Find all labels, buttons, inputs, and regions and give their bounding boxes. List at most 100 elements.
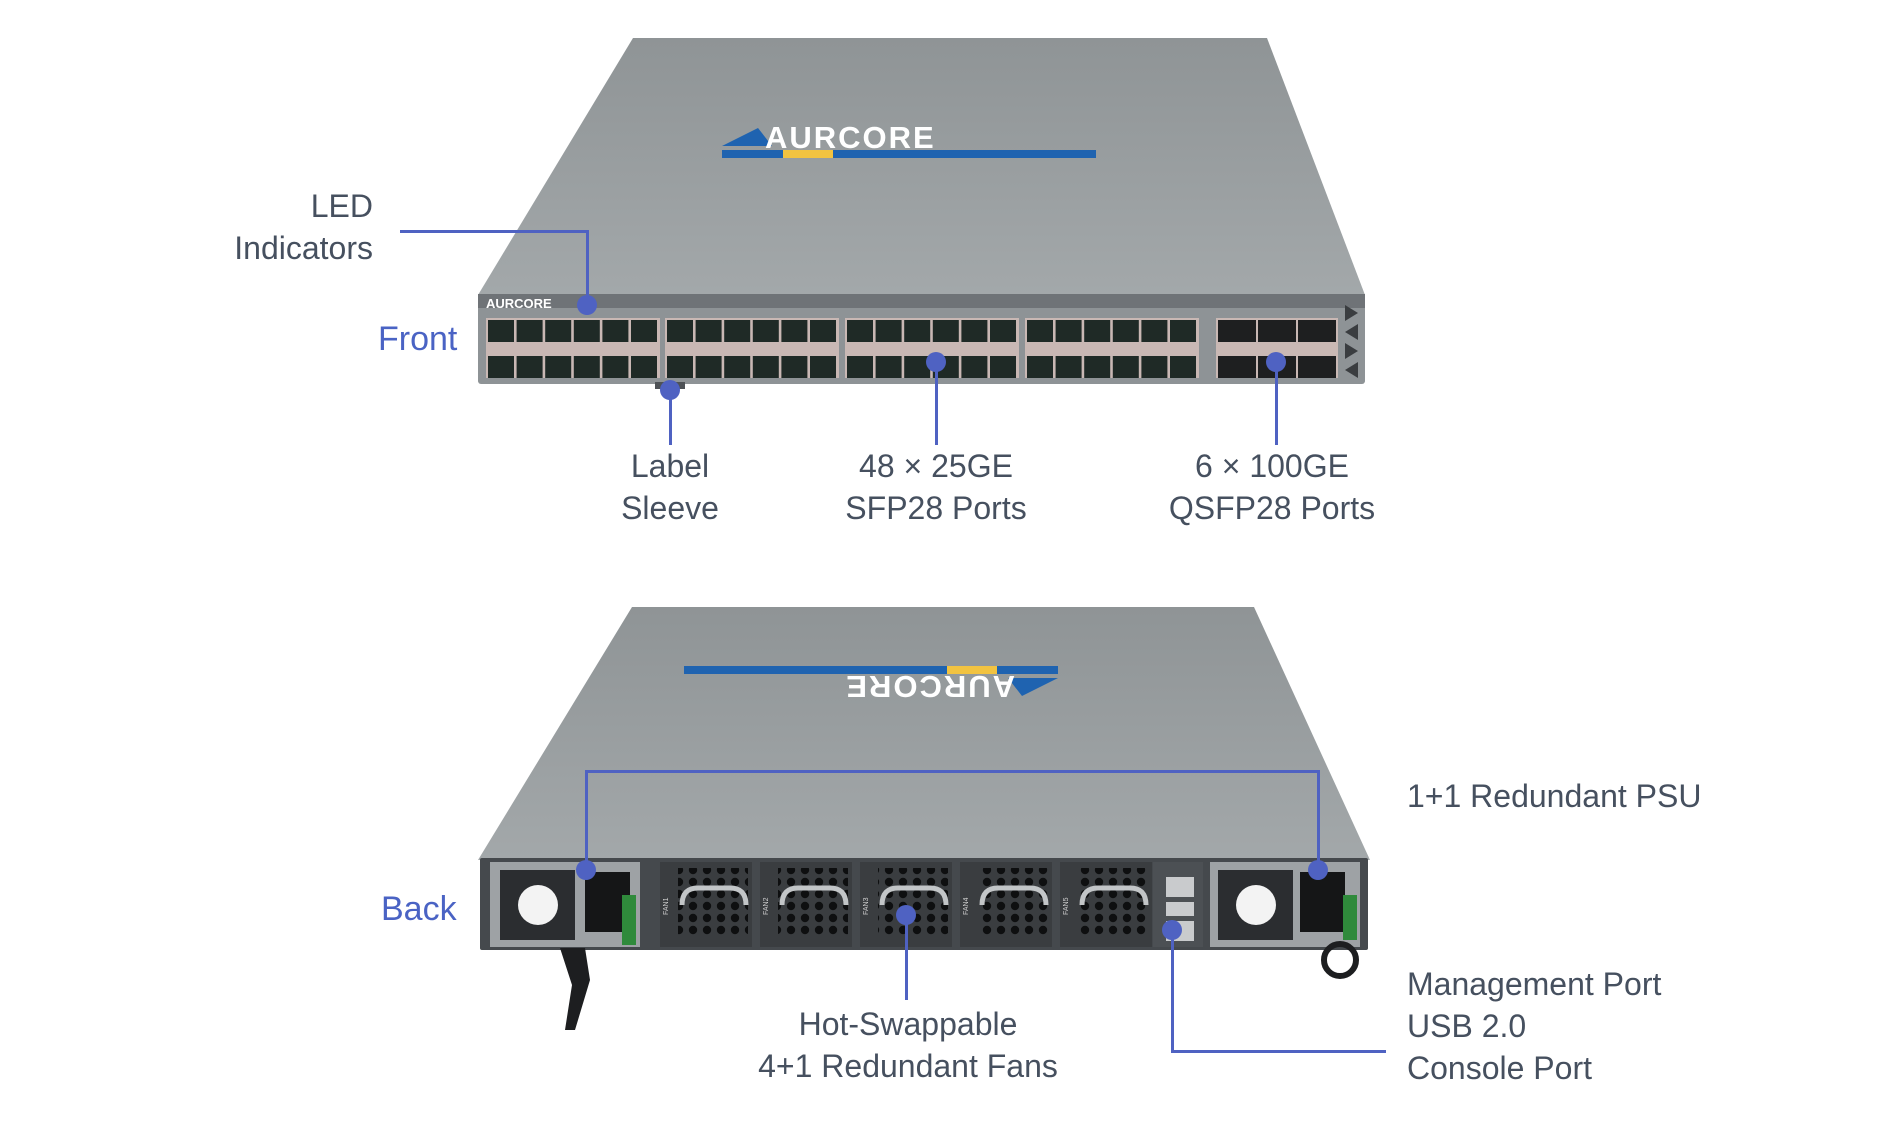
mgmt-label-line2: USB 2.0 bbox=[1407, 1008, 1527, 1044]
sfp28-port bbox=[631, 320, 657, 342]
led-callout-dot bbox=[577, 295, 597, 315]
sfp28-port bbox=[516, 356, 543, 378]
sfp28-port bbox=[695, 320, 722, 342]
fan-label: FAN2 bbox=[763, 897, 770, 915]
sfp28-port bbox=[573, 356, 600, 378]
sfp28-port bbox=[752, 356, 779, 378]
front-top-logo: AURCORE bbox=[722, 120, 1096, 158]
fan-handle[interactable] bbox=[679, 885, 749, 906]
psu1 bbox=[490, 862, 640, 1030]
sfp28-port bbox=[781, 356, 808, 378]
sfp28-port bbox=[602, 356, 629, 378]
sfp28-port bbox=[810, 320, 836, 342]
fan-handle[interactable] bbox=[879, 885, 949, 906]
sfp28-port bbox=[516, 320, 543, 342]
fan-grille bbox=[778, 868, 848, 936]
qsfp28-label: 6 × 100GE QSFP28 Ports bbox=[1169, 445, 1375, 529]
qsfp28-label-line2: QSFP28 Ports bbox=[1168, 490, 1376, 526]
fan-label: FAN3 bbox=[863, 897, 870, 915]
psu2 bbox=[1210, 862, 1360, 979]
sfp28-port bbox=[488, 356, 514, 378]
sfp28-port bbox=[573, 320, 600, 342]
led-callout-line-v bbox=[586, 230, 589, 305]
sfp28-port bbox=[545, 320, 572, 342]
front-view-label: Front bbox=[378, 320, 458, 358]
sfp28-port bbox=[810, 356, 836, 378]
sfp28-label-line2: SFP28 Ports bbox=[845, 490, 1027, 526]
label-sleeve-callout-line bbox=[669, 390, 672, 445]
fan-handle[interactable] bbox=[779, 885, 849, 906]
psu1-callout-dot bbox=[576, 860, 596, 880]
qsfp28-port bbox=[1298, 320, 1336, 342]
qsfp28-port bbox=[1258, 320, 1296, 342]
label-sleeve-callout-dot bbox=[660, 380, 680, 400]
fan-label: FAN4 bbox=[963, 897, 970, 915]
fans-label-line2: 4+1 Redundant Fans bbox=[758, 1048, 1058, 1084]
qsfp28-callout-line bbox=[1275, 362, 1278, 445]
fan-grille bbox=[1078, 868, 1148, 936]
sfp28-port bbox=[1112, 320, 1139, 342]
fan-label: FAN5 bbox=[1063, 897, 1070, 915]
mgmt-label-line1: Management Port bbox=[1407, 966, 1662, 1002]
sfp28-port bbox=[631, 356, 657, 378]
fan-handle[interactable] bbox=[979, 885, 1049, 906]
led-label-line2: Indicators bbox=[234, 230, 373, 266]
sfp28-port bbox=[1170, 356, 1196, 378]
led-label-line1: LED bbox=[310, 188, 373, 224]
psu-callout-line-h bbox=[585, 770, 1320, 773]
sfp28-port bbox=[724, 356, 751, 378]
label-sleeve-label: Label Sleeve bbox=[621, 445, 719, 529]
label-sleeve-line1: Label bbox=[630, 448, 710, 484]
label-sleeve-line2: Sleeve bbox=[621, 490, 719, 526]
sfp28-port-array bbox=[486, 318, 1199, 378]
sfp28-port bbox=[1170, 320, 1196, 342]
fan-grille bbox=[878, 868, 948, 936]
fans-label: Hot-Swappable 4+1 Redundant Fans bbox=[758, 1003, 1058, 1087]
sfp28-port bbox=[781, 320, 808, 342]
fan-callout-dot bbox=[896, 905, 916, 925]
sfp28-port bbox=[847, 320, 873, 342]
fan-grille bbox=[678, 868, 748, 936]
sfp28-callout-dot bbox=[926, 352, 946, 372]
mgmt-label-line3: Console Port bbox=[1407, 1050, 1592, 1086]
back-chassis-top bbox=[478, 607, 1370, 860]
sfp28-port bbox=[1084, 320, 1111, 342]
fans-label-line1: Hot-Swappable bbox=[798, 1006, 1018, 1042]
svg-text:AURCORE: AURCORE bbox=[765, 120, 936, 155]
sfp28-port bbox=[961, 356, 988, 378]
sfp28-port bbox=[932, 320, 959, 342]
sfp28-port bbox=[545, 356, 572, 378]
sfp28-port bbox=[990, 320, 1016, 342]
sfp28-port bbox=[1027, 320, 1053, 342]
sfp28-port bbox=[724, 320, 751, 342]
sfp28-port bbox=[875, 320, 902, 342]
sfp28-port bbox=[1084, 356, 1111, 378]
psu-label: 1+1 Redundant PSU bbox=[1407, 778, 1702, 814]
svg-text:AURCORE: AURCORE bbox=[844, 669, 1015, 704]
qsfp28-label-line1: 6 × 100GE bbox=[1195, 448, 1349, 484]
sfp28-port bbox=[1055, 356, 1082, 378]
sfp28-port bbox=[904, 320, 931, 342]
fan-grille bbox=[978, 868, 1048, 936]
sfp28-port bbox=[488, 320, 514, 342]
back-view-label: Back bbox=[381, 890, 457, 928]
sfp28-port bbox=[961, 320, 988, 342]
psu-callout-line-right bbox=[1317, 770, 1320, 870]
sfp28-port bbox=[1141, 356, 1168, 378]
qsfp28-port bbox=[1218, 320, 1256, 342]
sfp28-port bbox=[667, 320, 693, 342]
sfp28-callout-line bbox=[935, 362, 938, 445]
sfp28-port bbox=[990, 356, 1016, 378]
mgmt-callout-line-h bbox=[1171, 1050, 1386, 1053]
led-callout-line-h bbox=[400, 230, 588, 233]
psu2-callout-dot bbox=[1308, 860, 1328, 880]
fan-handle[interactable] bbox=[1079, 885, 1149, 906]
sfp28-port bbox=[602, 320, 629, 342]
sfp28-port bbox=[1055, 320, 1082, 342]
psu-callout-line-left bbox=[585, 770, 588, 870]
sfp28-port bbox=[1027, 356, 1053, 378]
led-indicators-label: LED Indicators bbox=[180, 185, 373, 269]
sfp28-port bbox=[667, 356, 693, 378]
